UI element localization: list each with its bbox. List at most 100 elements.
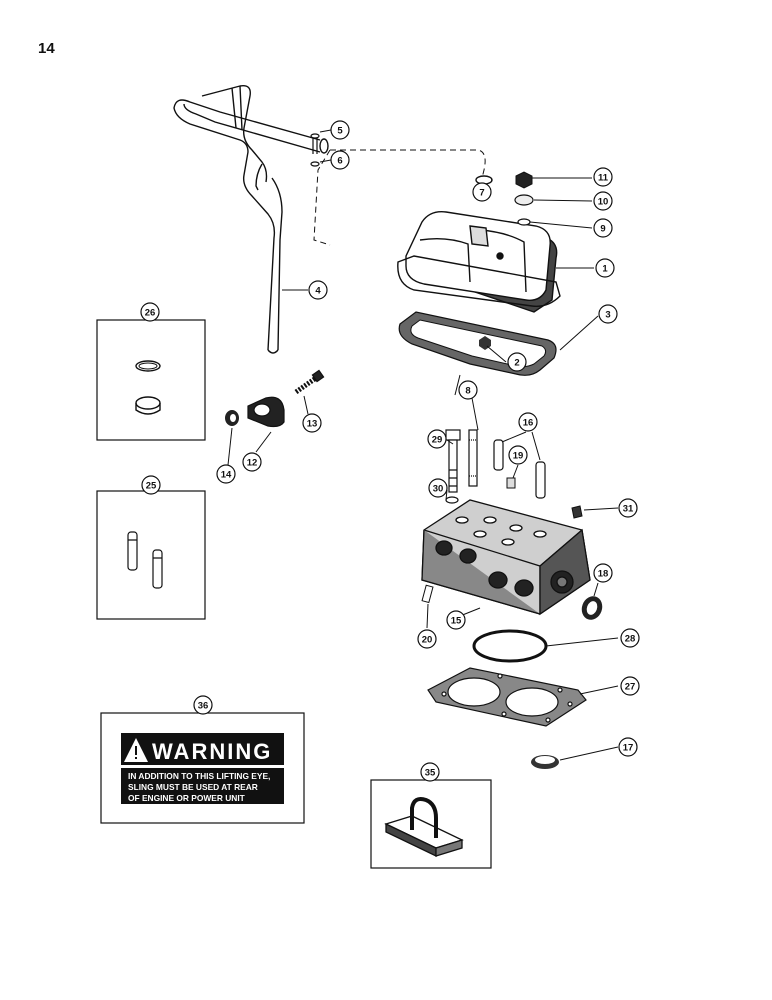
valve-cover [397, 211, 561, 313]
callout-3: 3 [598, 304, 618, 324]
callout-label: 11 [598, 172, 609, 183]
callout-circle [458, 380, 478, 400]
callout-label: 30 [433, 483, 444, 494]
callout-label: 4 [315, 285, 321, 296]
callout-circle [593, 563, 613, 583]
warning-title: WARNING [152, 739, 272, 764]
callout-label: 3 [605, 309, 610, 320]
grommet [514, 194, 534, 206]
callout-circle [330, 120, 350, 140]
callout-9: 9 [593, 218, 613, 238]
callout-circle [593, 167, 613, 187]
callout-label: 8 [465, 385, 470, 396]
callout-29: 29 [427, 429, 447, 449]
callout-14: 14 [216, 464, 236, 484]
callout-15: 15 [446, 610, 466, 630]
stud [468, 429, 478, 487]
dowel-pin [421, 584, 434, 604]
callout-label: 15 [451, 615, 462, 626]
callout-circle [472, 182, 492, 202]
callout-11: 11 [593, 167, 613, 187]
callout-circle [593, 191, 613, 211]
callout-label: 19 [513, 450, 524, 461]
callout-circle [216, 464, 236, 484]
callout-12: 12 [242, 452, 262, 472]
callout-label: 1 [602, 263, 608, 274]
callout-label: 2 [514, 357, 519, 368]
bolt-washer [445, 496, 459, 504]
callout-label: 12 [247, 457, 258, 468]
callout-20: 20 [417, 629, 437, 649]
callout-circle [302, 413, 322, 433]
callout-label: 29 [432, 434, 443, 445]
warning-decal: WARNING IN ADDITION TO THIS LIFTING EYE,… [121, 733, 284, 804]
callout-circle [140, 302, 160, 322]
callout-label: 20 [422, 634, 433, 645]
callout-label: 26 [145, 307, 156, 318]
cylinder-head-plug [571, 505, 583, 519]
cylinder-head-gasket [427, 667, 587, 727]
callout-label: 31 [623, 503, 634, 514]
callout-circle [507, 352, 527, 372]
washer [517, 218, 531, 226]
callout-28: 28 [620, 628, 640, 648]
callout-35: 35 [420, 762, 440, 782]
leader-lines [227, 129, 619, 761]
callout-18: 18 [593, 563, 613, 583]
callout-26: 26 [140, 302, 160, 322]
cap-screw [294, 369, 325, 395]
callout-label: 25 [146, 480, 157, 491]
valve-guide [127, 531, 163, 589]
screw [310, 133, 320, 154]
valve-cover-gasket [398, 311, 557, 376]
callout-circle [618, 737, 638, 757]
callout-8: 8 [458, 380, 478, 400]
callout-label: 7 [479, 187, 484, 198]
callout-36: 36 [193, 695, 213, 715]
warning-line-3: OF ENGINE OR POWER UNIT [128, 793, 246, 803]
callout-label: 36 [198, 700, 209, 711]
cylinder-sleeve-seal [531, 755, 559, 769]
callout-circle [593, 218, 613, 238]
callout-circle [518, 412, 538, 432]
callout-label: 28 [625, 633, 636, 644]
callout-circle [308, 280, 328, 300]
callout-label: 9 [600, 223, 605, 234]
valve-guide-kit-box [96, 490, 206, 620]
tube-clamp [247, 396, 285, 428]
callout-16: 16 [518, 412, 538, 432]
callout-circle [508, 445, 528, 465]
warning-line-1: IN ADDITION TO THIS LIFTING EYE, [128, 771, 270, 781]
callout-circle [242, 452, 262, 472]
callout-30: 30 [428, 478, 448, 498]
callout-17: 17 [618, 737, 638, 757]
callout-6: 6 [330, 150, 350, 170]
callout-label: 14 [221, 469, 232, 480]
callout-label: 13 [307, 418, 318, 429]
callout-19: 19 [508, 445, 528, 465]
callout-5: 5 [330, 120, 350, 140]
callout-circle [598, 304, 618, 324]
lifting-tube [173, 85, 329, 354]
cylinder-head [421, 499, 591, 616]
callout-circle [193, 695, 213, 715]
callout-25: 25 [141, 475, 161, 495]
callouts: 1234567891011121314151617181920252627282… [140, 120, 640, 782]
valve-seal [135, 360, 161, 415]
seal-kit-box [96, 319, 206, 441]
valve-seat-insert [581, 596, 603, 620]
callout-circle [417, 629, 437, 649]
callout-label: 17 [623, 742, 634, 753]
callout-circle [330, 150, 350, 170]
callout-7: 7 [472, 182, 492, 202]
callout-27: 27 [620, 676, 640, 696]
lock-washer [310, 161, 320, 167]
callout-31: 31 [618, 498, 638, 518]
hex-nut [515, 171, 533, 189]
callout-label: 10 [598, 196, 609, 207]
callout-circle [620, 628, 640, 648]
callout-label: 16 [523, 417, 534, 428]
callout-label: 5 [337, 125, 343, 136]
callout-circle [420, 762, 440, 782]
